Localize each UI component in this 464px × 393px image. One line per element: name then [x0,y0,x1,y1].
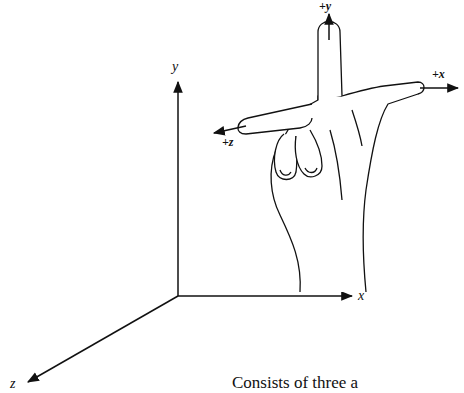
caption-text: Consists of three a [232,374,358,391]
hand-axis-label: +z [222,136,234,148]
right-hand [238,22,424,293]
hand-axis-label: +y [319,0,331,12]
axis-label: y [172,60,178,74]
hand-axis-label: +x [432,68,445,80]
axis-label: x [358,289,364,303]
axis-label: z [10,377,15,391]
hand-axis-arrows [214,14,458,133]
